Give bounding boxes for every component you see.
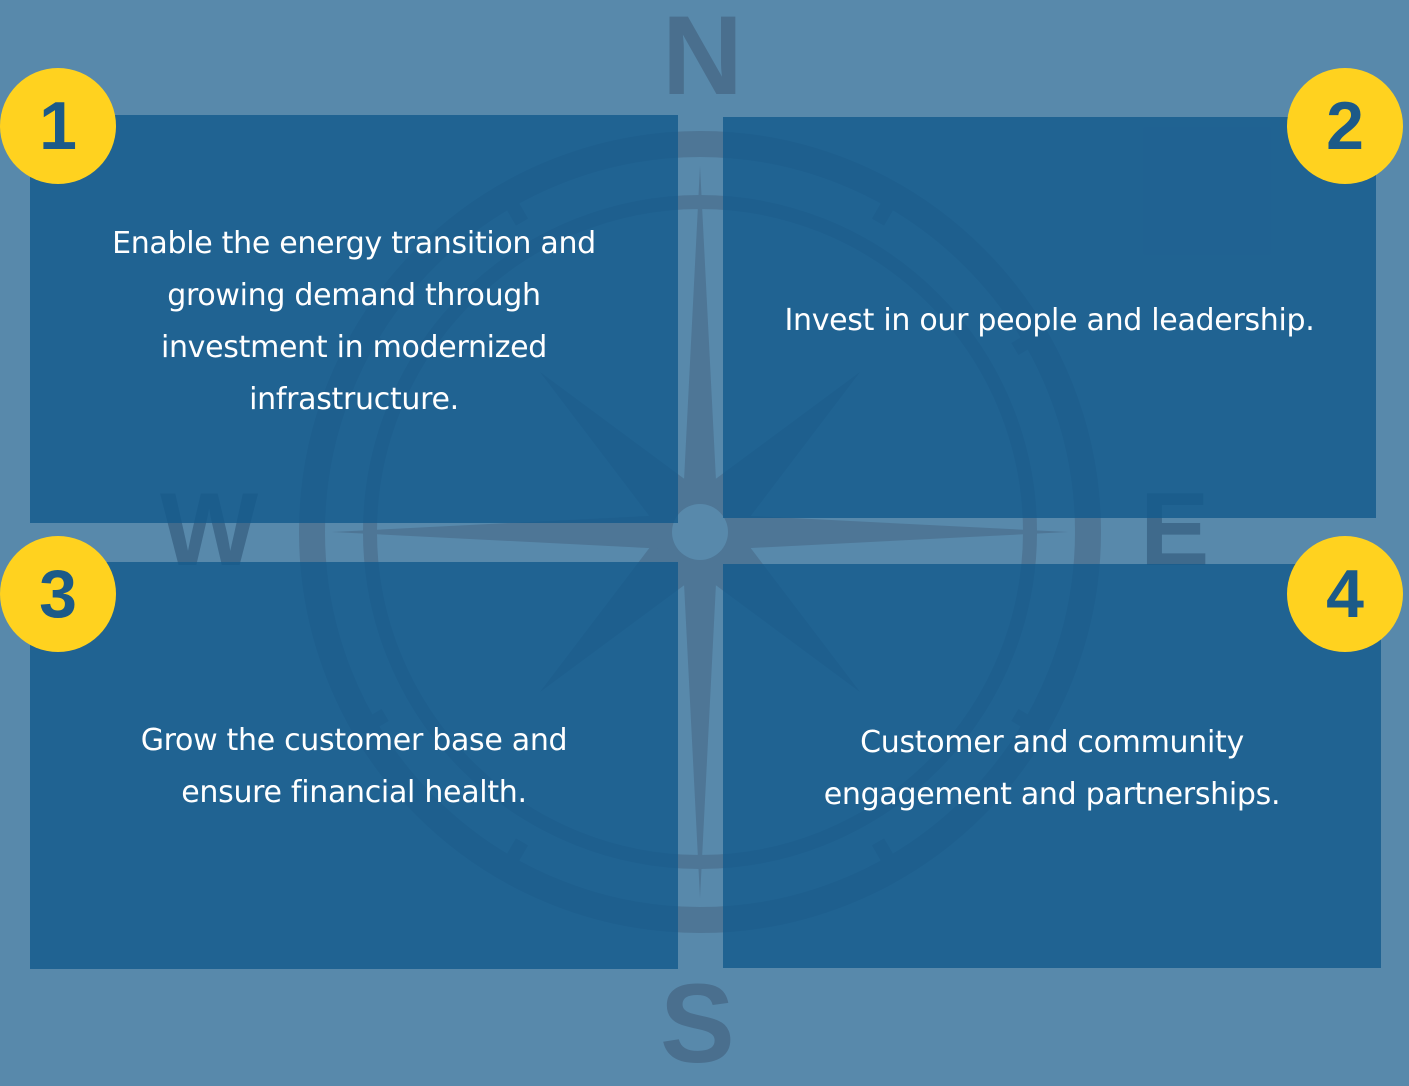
quadrant-text-2: Invest in our people and leadership. [784,303,1315,338]
quadrant-panel-3: Grow the customer base and ensure financ… [30,562,678,969]
quadrant-text-1: Enable the energy transition and growing… [112,226,596,417]
compass-cardinal-points [332,166,1068,898]
compass-south-label: S [660,961,735,1086]
compass-outer-ring [299,131,1101,933]
quadrant-panel-4: Customer and community engagement and pa… [723,564,1381,968]
number-badge-2: 2 [1287,68,1403,184]
quadrant-text-3: Grow the customer base and ensure financ… [140,723,568,810]
number-badge-4: 4 [1287,536,1403,652]
quadrant-text-4: Customer and community engagement and pa… [823,725,1281,812]
number-badge-3: 3 [0,536,116,652]
compass-center [672,504,728,560]
quadrant-panel-1: Enable the energy transition and growing… [30,115,678,523]
compass-north-label: N [662,0,743,118]
number-badge-1: 1 [0,68,116,184]
quadrant-panel-2: Invest in our people and leadership. [723,117,1376,518]
